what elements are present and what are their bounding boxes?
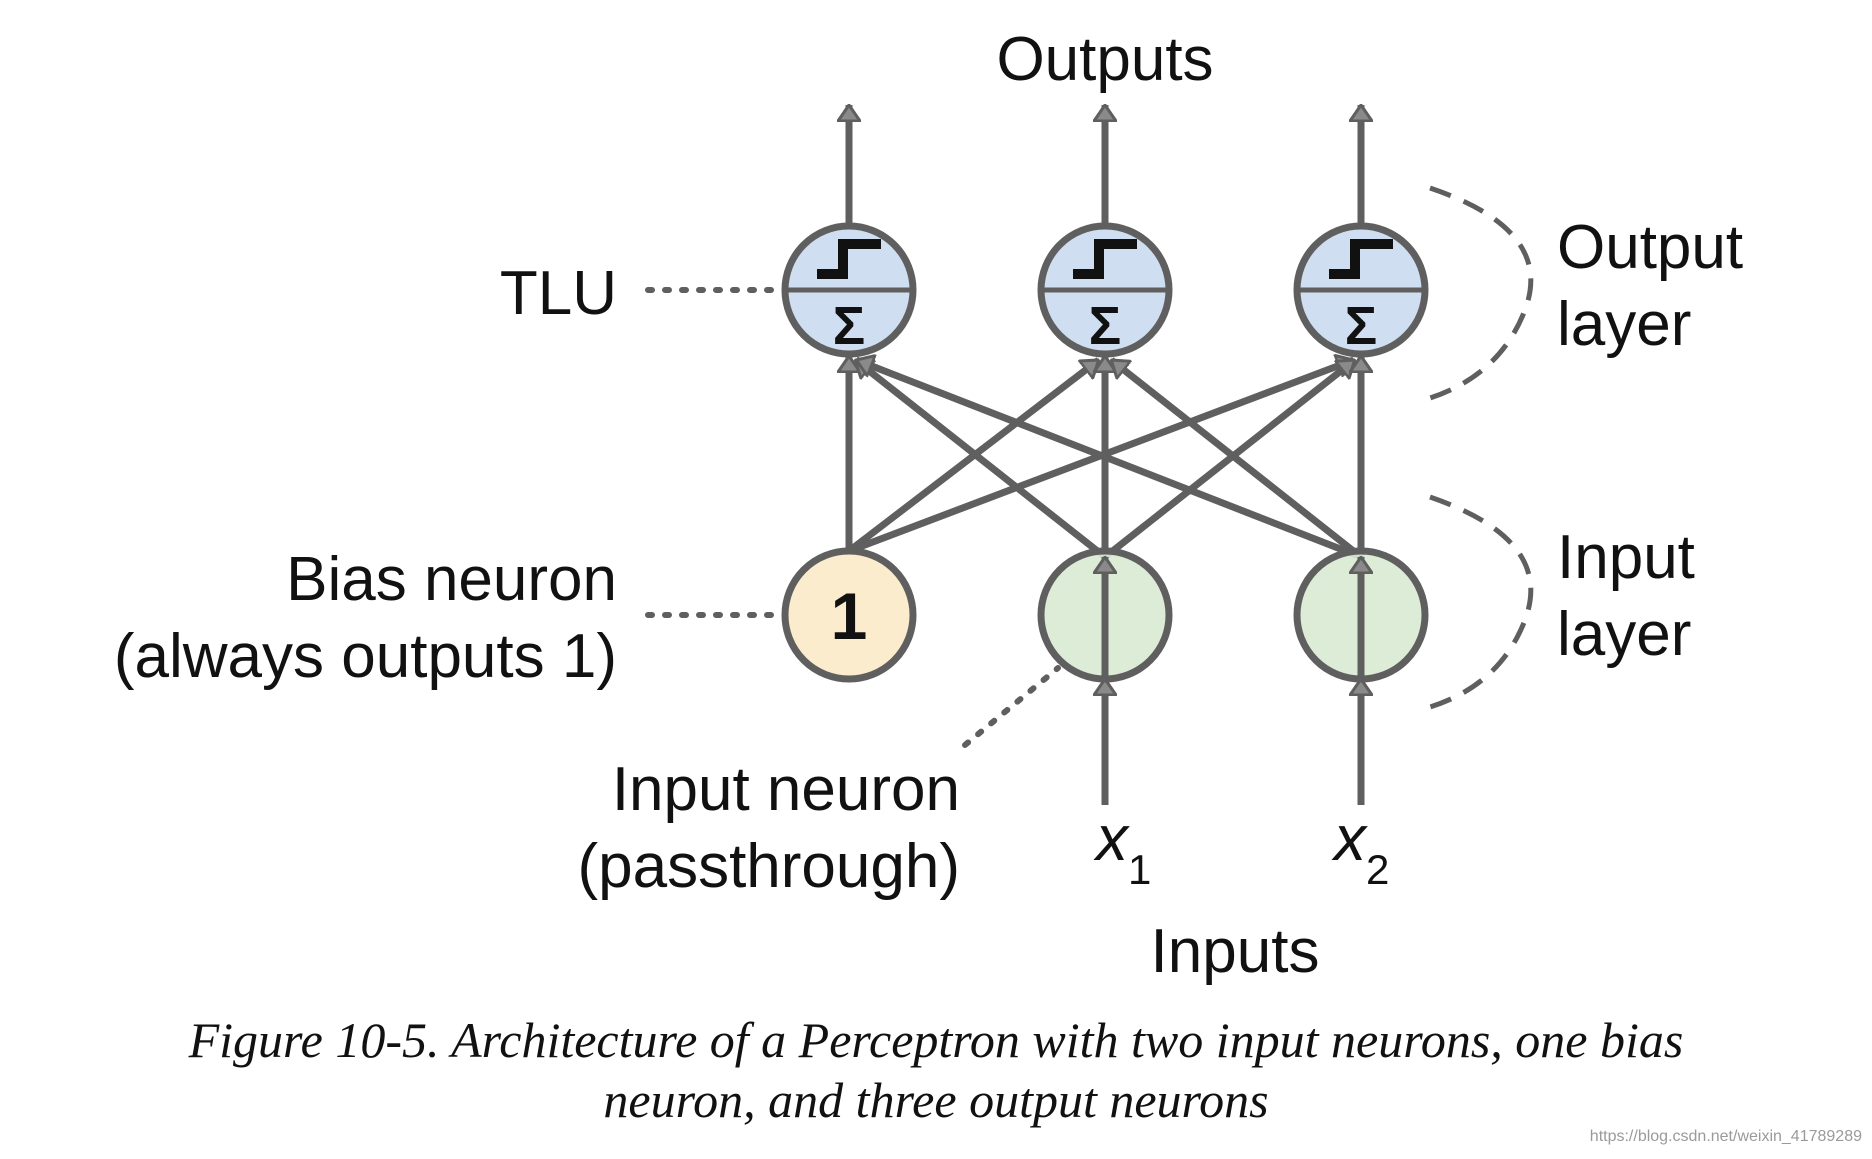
edge-3-to-1	[856, 360, 1363, 561]
bias-neuron: 1	[781, 547, 917, 683]
input-layer-label: Input	[1557, 523, 1695, 592]
output-layer-sublabel: layer	[1557, 290, 1691, 359]
sum-symbol: Σ	[833, 296, 865, 356]
caption-line-2: neuron, and three output neurons	[603, 1072, 1269, 1128]
input-neuron-sublabel: (passthrough)	[577, 832, 960, 901]
x2-base: x	[1331, 802, 1368, 874]
connections	[849, 105, 1361, 805]
input-neuron-2	[1293, 547, 1429, 683]
bias-neuron-label: Bias neuron	[286, 545, 617, 614]
x1-subscript: 1	[1128, 846, 1151, 893]
caption-line-1: Figure 10-5. Architecture of a Perceptro…	[188, 1012, 1684, 1068]
edge-3-to-2	[1109, 357, 1364, 560]
figure-caption: Figure 10-5. Architecture of a Perceptro…	[0, 1010, 1872, 1130]
inputs-label: Inputs	[1151, 917, 1320, 986]
input-neuron-label: Input neuron	[612, 755, 960, 824]
perceptron-diagram: Σ Σ Σ 1 Outputs TLU Bias neuron (always out…	[114, 25, 1743, 986]
edge-2-to-3	[1102, 357, 1357, 560]
tlu-neuron-3: Σ	[1293, 222, 1429, 358]
sum-symbol: Σ	[1089, 296, 1121, 356]
bias-neuron-sublabel: (always outputs 1)	[114, 622, 617, 691]
tlu-label: TLU	[500, 259, 617, 328]
neurons: Σ Σ Σ 1	[781, 222, 1429, 683]
input-layer-bracket	[1429, 494, 1534, 710]
x2-subscript: 2	[1366, 846, 1389, 893]
tlu-neuron-1: Σ	[781, 222, 917, 358]
bias-value: 1	[831, 579, 868, 653]
step-function-icon	[1329, 239, 1393, 279]
x1-label: x1	[1093, 802, 1151, 893]
x2-label: x2	[1331, 802, 1389, 893]
outputs-label: Outputs	[996, 25, 1213, 94]
watermark: https://blog.csdn.net/weixin_41789289	[1589, 1128, 1862, 1145]
output-layer-label: Output	[1557, 213, 1743, 282]
input-layer-sublabel: layer	[1557, 600, 1691, 669]
tlu-neuron-2: Σ	[1037, 222, 1173, 358]
step-function-icon	[817, 239, 881, 279]
sum-symbol: Σ	[1345, 296, 1377, 356]
input-neuron-1	[1037, 547, 1173, 683]
input-neuron-leader	[962, 665, 1061, 748]
x1-base: x	[1093, 802, 1130, 874]
output-layer-bracket	[1429, 185, 1534, 401]
step-function-icon	[1073, 239, 1137, 279]
edge-2-to-1	[853, 357, 1108, 560]
